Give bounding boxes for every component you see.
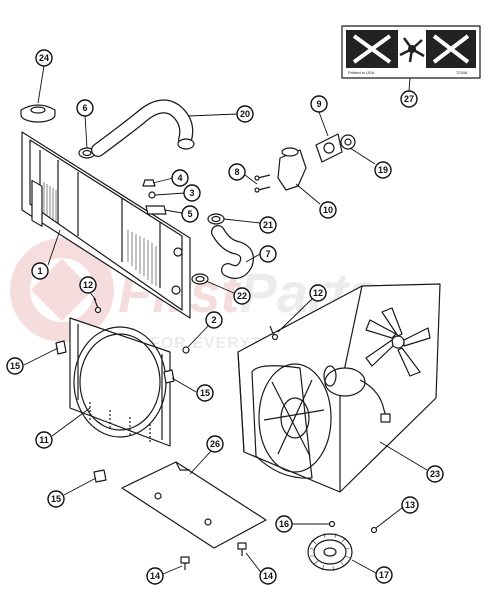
leader-lines: [23, 65, 428, 576]
callout-15-bottom: 15: [47, 490, 65, 508]
fan-motor: [323, 365, 391, 423]
callout-23: 23: [426, 465, 444, 483]
callout-1: 1: [31, 262, 49, 280]
warning-label-fine-print: Printed in USA: [348, 70, 375, 75]
warning-label-part-code: 72346: [456, 70, 468, 75]
bolt-12-left: [93, 297, 102, 314]
callout-2: 2: [205, 311, 223, 329]
callout-11: 11: [35, 431, 53, 449]
fitting-3: [148, 191, 156, 199]
callout-label: 12: [83, 280, 93, 290]
lower-radiator-hose: [211, 225, 254, 279]
fan-shroud: [69, 317, 171, 447]
fan-clutch-pulley: [307, 532, 353, 572]
callout-label: 7: [265, 249, 270, 259]
grommet-2: [182, 346, 190, 354]
bracket-5: [145, 205, 167, 215]
radiator-cap: [20, 104, 56, 123]
upper-radiator-hose: [91, 99, 195, 157]
callout-label: 19: [378, 165, 388, 175]
clip-15-left: [55, 340, 67, 355]
callout-12-right: 12: [309, 284, 327, 302]
callout-label: 23: [430, 469, 440, 479]
callout-13: 13: [401, 496, 419, 514]
callout-7: 7: [259, 245, 277, 263]
clip-15-right: [163, 369, 175, 384]
callout-label: 12: [313, 288, 323, 298]
radiator-core-hatch: [43, 182, 157, 286]
screw-14-right: [237, 542, 247, 556]
callout-27: 27: [400, 90, 418, 108]
callout-26: 26: [206, 435, 224, 453]
callout-label: 11: [39, 435, 49, 445]
callout-12-left: 12: [79, 276, 97, 294]
callout-20: 20: [236, 105, 254, 123]
nut-16: [328, 520, 336, 528]
callout-label: 27: [404, 94, 414, 104]
callout-5: 5: [181, 205, 199, 223]
callout-4: 4: [171, 169, 189, 187]
thermostat-housing: [277, 147, 307, 191]
screw-14-left: [180, 556, 190, 570]
hose-clamp-21: [207, 213, 225, 225]
callout-label: 14: [263, 571, 273, 581]
callout-label: 4: [177, 173, 182, 183]
warning-label: Printed in USA 72346: [341, 25, 481, 79]
radiator: [21, 131, 191, 319]
callout-19: 19: [374, 161, 392, 179]
callout-label: 3: [189, 188, 194, 198]
callout-label: 15: [10, 361, 20, 371]
nut-13: [370, 526, 378, 534]
callout-10: 10: [319, 201, 337, 219]
fan-icon: [399, 37, 425, 63]
callout-21: 21: [259, 216, 277, 234]
clip-15-bottom: [93, 469, 107, 483]
callout-label: 20: [240, 109, 250, 119]
callout-label: 14: [150, 571, 160, 581]
callout-label: 21: [263, 220, 273, 230]
callout-label: 8: [234, 167, 239, 177]
callout-label: 24: [39, 53, 49, 63]
callout-label: 6: [82, 103, 87, 113]
callout-15-right: 15: [196, 384, 214, 402]
splash-shield: [121, 461, 267, 549]
callout-label: 10: [323, 205, 333, 215]
callout-24: 24: [35, 49, 53, 67]
callout-label: 22: [237, 291, 247, 301]
callouts: 24 6 20 4 3 5 8 9 19 10 21 7 22 1 27 12 …: [6, 49, 444, 585]
callout-label: 16: [279, 519, 289, 529]
callout-6: 6: [76, 99, 94, 117]
bolt-12-right: [269, 325, 279, 341]
callout-22: 22: [233, 287, 251, 305]
callout-label: 1: [37, 266, 42, 276]
callout-3: 3: [183, 184, 201, 202]
callout-16: 16: [275, 515, 293, 533]
callout-17: 17: [375, 566, 393, 584]
thermostat-gasket: [315, 133, 343, 163]
callout-15-left: 15: [6, 357, 24, 375]
callout-label: 15: [200, 388, 210, 398]
hose-clamp-22: [191, 273, 209, 285]
fitting-4: [142, 179, 156, 187]
callout-label: 17: [379, 570, 389, 580]
thermostat: [340, 134, 356, 150]
callout-14-left: 14: [146, 567, 164, 585]
callout-9: 9: [310, 95, 328, 113]
callout-label: 15: [51, 494, 61, 504]
callout-label: 13: [405, 500, 415, 510]
housing-bolts-8: [254, 174, 271, 193]
fan-blade: [365, 307, 431, 377]
callout-label: 2: [211, 315, 216, 325]
callout-label: 9: [316, 99, 321, 109]
callout-8: 8: [228, 163, 246, 181]
callout-14-right: 14: [259, 567, 277, 585]
callout-label: 26: [210, 439, 220, 449]
callout-label: 5: [187, 209, 192, 219]
